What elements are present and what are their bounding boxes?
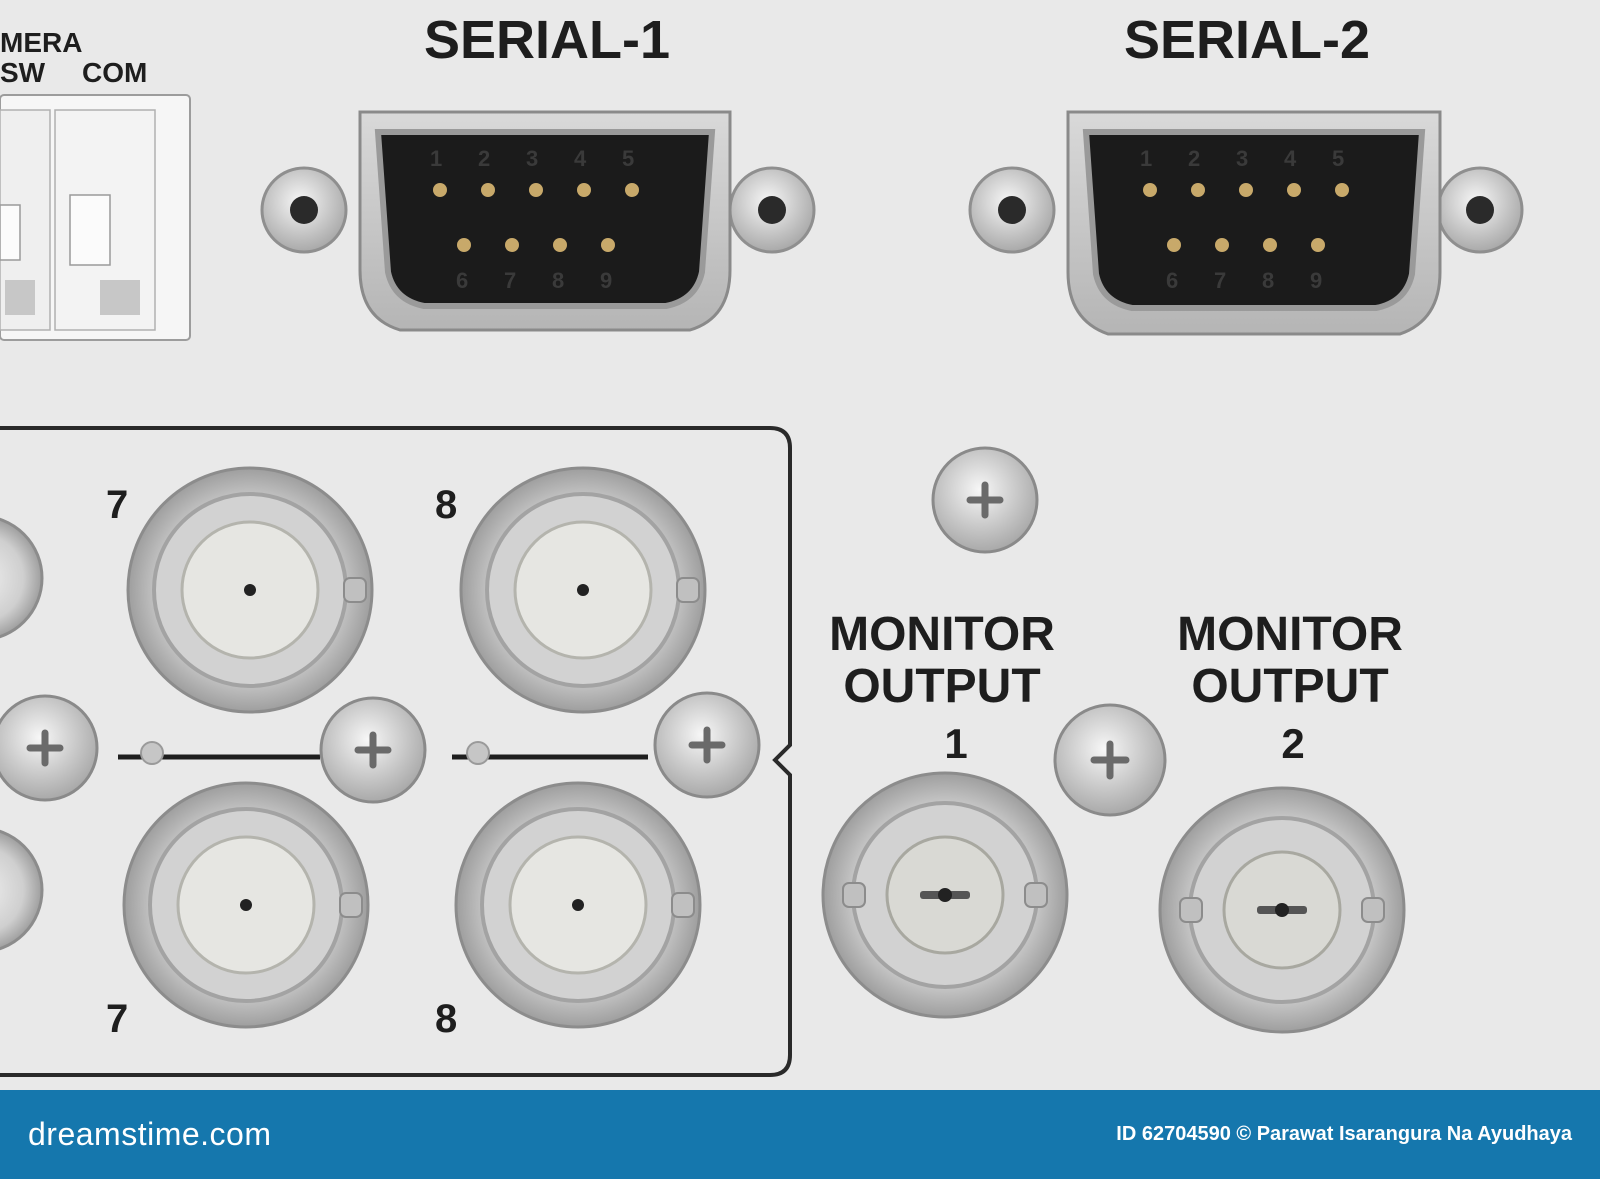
serial-1-pins — [433, 183, 639, 252]
bnc-8-bottom-connector[interactable] — [454, 781, 702, 1029]
bnc-group-outline — [0, 426, 792, 1077]
bnc-7-top-label: 7 — [106, 483, 128, 527]
camera-switch-module — [0, 94, 191, 341]
bnc-7-top-connector[interactable] — [126, 466, 374, 714]
serial-1-pin-2: 2 — [478, 146, 490, 171]
serial-2-db9-port[interactable]: 1 2 3 4 5 6 7 8 9 — [968, 110, 1524, 336]
monitor-2-label-line1: MONITOR — [1177, 608, 1403, 661]
monitor-output-1-connector[interactable] — [821, 771, 1069, 1019]
stock-footer-bar: dreamstime.com ID 62704590 © Parawat Isa… — [0, 1090, 1600, 1179]
serial-2-pin-4: 4 — [1284, 146, 1297, 171]
monitor-2-number: 2 — [1281, 720, 1304, 767]
serial-1-pin-8: 8 — [552, 268, 564, 293]
serial-2-pin-8: 8 — [1262, 268, 1274, 293]
serial-2-pin-3: 3 — [1236, 146, 1248, 171]
serial-2-pin-1: 1 — [1140, 146, 1152, 171]
bnc-8-top-label: 8 — [435, 483, 457, 527]
serial-2-pin-5: 5 — [1332, 146, 1344, 171]
monitor-1-number: 1 — [944, 720, 967, 767]
serial-1-pin-6: 6 — [456, 268, 468, 293]
bnc-7-bottom-label: 7 — [106, 997, 128, 1041]
com-label: COM — [82, 57, 147, 88]
serial-1-pin-7: 7 — [504, 268, 516, 293]
bnc-partial-bottom[interactable] — [0, 828, 44, 952]
equipment-rear-panel: MERA SW COM SERIAL-1 1 2 — [0, 10, 1524, 1077]
serial-1-pin-1: 1 — [430, 146, 442, 171]
serial-1-pin-9: 9 — [600, 268, 612, 293]
camera-label: MERA — [0, 27, 82, 58]
bnc-8-bottom-label: 8 — [435, 997, 457, 1041]
screw-3 — [653, 691, 761, 799]
serial-2-pins — [1143, 183, 1349, 252]
serial-2-pin-9: 9 — [1310, 268, 1322, 293]
serial-1-label: SERIAL-1 — [424, 10, 670, 70]
serial-2-pin-7: 7 — [1214, 268, 1226, 293]
sw-label: SW — [0, 57, 46, 88]
monitor-1-label-line2: OUTPUT — [843, 660, 1040, 713]
led-7 — [140, 741, 164, 765]
footer-brand-text: dreamstime.com — [28, 1116, 272, 1152]
bnc-8-top-connector[interactable] — [459, 466, 707, 714]
serial-1-pin-4: 4 — [574, 146, 587, 171]
bnc-7-bottom-connector[interactable] — [122, 781, 370, 1029]
screw-4 — [931, 446, 1039, 554]
serial-1-pin-3: 3 — [526, 146, 538, 171]
serial-2-label: SERIAL-2 — [1124, 10, 1370, 70]
monitor-1-label-line1: MONITOR — [829, 608, 1055, 661]
serial-2-pin-2: 2 — [1188, 146, 1200, 171]
bnc-partial-top[interactable] — [0, 516, 44, 640]
monitor-2-label-line2: OUTPUT — [1191, 660, 1388, 713]
serial-2-pin-6: 6 — [1166, 268, 1178, 293]
screw-5 — [1053, 703, 1167, 817]
screw-1 — [0, 694, 99, 802]
monitor-output-2-connector[interactable] — [1158, 786, 1406, 1034]
serial-1-pin-5: 5 — [622, 146, 634, 171]
serial-1-db9-port[interactable]: 1 2 3 4 5 6 7 8 9 — [260, 110, 816, 332]
led-8 — [466, 741, 490, 765]
footer-credit-text: ID 62704590 © Parawat Isarangura Na Ayud… — [1116, 1123, 1572, 1145]
screw-2 — [319, 696, 427, 804]
